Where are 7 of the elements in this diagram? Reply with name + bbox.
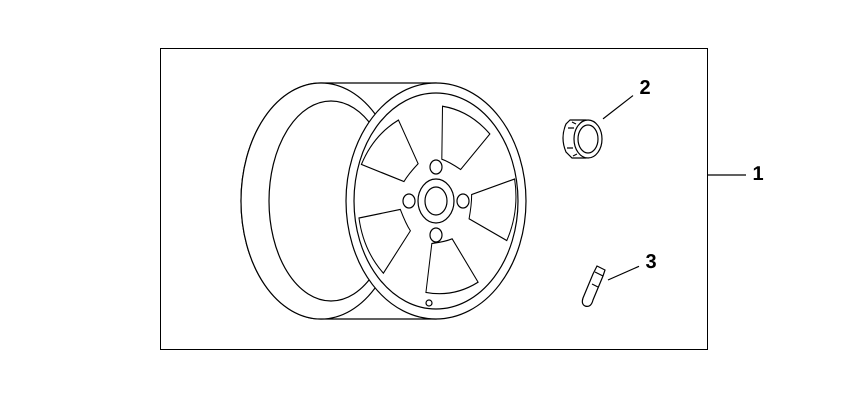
- callout-number: 1: [748, 163, 768, 187]
- leader-line: [608, 266, 640, 281]
- callout-number: 3: [641, 251, 661, 275]
- parts-frame: [160, 48, 708, 350]
- leader-line: [708, 174, 746, 176]
- callout-number: 2: [635, 77, 655, 101]
- leader-line: [602, 95, 634, 120]
